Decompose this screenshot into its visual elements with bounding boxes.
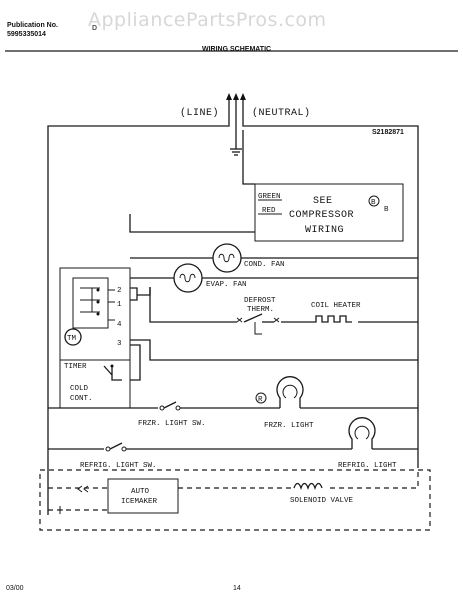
footer-date: 03/00 (6, 585, 24, 592)
compressor-badge: B (371, 199, 376, 207)
refrig-light-sw-label: REFRIG. LIGHT SW. (80, 462, 157, 470)
green-wire-label: GREEN (258, 193, 281, 201)
defrost-therm-label-1: DEFROST (244, 297, 276, 305)
icemaker-ground-icon (57, 506, 63, 514)
timer-terminal-3: 3 (117, 340, 122, 348)
publication-label: Publication No. (7, 22, 58, 29)
compressor-feed-wire (242, 130, 255, 185)
refrig-light-label: REFRIG. LIGHT (338, 462, 397, 470)
icemaker-kit-outline (39, 469, 431, 531)
neutral-label: (NEUTRAL) (252, 107, 311, 119)
icemaker-box (107, 478, 179, 514)
frzr-light-badge: R (258, 396, 263, 404)
neutral-wire (242, 118, 419, 468)
coil-heater-label: COIL HEATER (311, 302, 361, 310)
compressor-text-1: SEE (313, 196, 333, 207)
timer-motor-label: TM (67, 335, 77, 343)
defrost-therm-label-2: THERM. (247, 306, 274, 314)
power-plug-icon (226, 93, 246, 140)
diagram-id: S2182871 (372, 129, 404, 136)
refrig-light-bulb-icon (348, 417, 376, 449)
cold-control-label-1: COLD (70, 385, 89, 393)
line-label: (LINE) (180, 107, 219, 119)
compressor-terminal-label: B (384, 206, 389, 214)
line-wire (47, 118, 230, 515)
section-title: WIRING SCHEMATIC (202, 46, 272, 53)
refrig-light-switch-icon (105, 442, 127, 452)
frzr-light-label: FRZR. LIGHT (264, 422, 314, 430)
cond-fan-motor-icon (212, 243, 242, 273)
watermark: AppliancePartsPros.com (88, 9, 327, 31)
timer-terminal-4: 4 (117, 321, 122, 329)
red-wire-label: RED (262, 207, 276, 215)
compressor-text-3: WIRING (305, 225, 344, 236)
compressor-badge-icon (368, 195, 380, 207)
frzr-light-switch-icon (159, 401, 181, 411)
solenoid-valve-icon (293, 482, 323, 491)
defrost-wire (149, 287, 237, 323)
cold-control-label-2: CONT. (70, 395, 93, 403)
publication-number: 5995335014 (7, 31, 46, 38)
evap-fan-motor-icon (173, 263, 203, 293)
timer-terminal-2: 2 (117, 287, 122, 295)
icemaker-label-2: ICEMAKER (121, 498, 158, 506)
model-code: D (92, 25, 98, 32)
solenoid-valve-label: SOLENOID VALVE (290, 497, 354, 505)
compressor-box (254, 183, 404, 242)
defrost-therm-icon (236, 313, 280, 335)
compressor-red-wire (129, 214, 255, 233)
cold-control-switch-icon (103, 365, 122, 381)
timer-label: TIMER (64, 363, 87, 371)
frzr-light-bulb-icon (276, 376, 304, 408)
timer-terminal-3-wire (130, 339, 418, 361)
frzr-light-sw-label: FRZR. LIGHT SW. (138, 420, 206, 428)
frzr-light-badge-icon (255, 392, 267, 404)
connector-icon (77, 485, 89, 493)
footer-page: 14 (233, 585, 241, 592)
ground-icon (230, 140, 242, 156)
timer-terminal-1: 1 (117, 301, 122, 309)
cond-fan-label: COND. FAN (244, 261, 285, 269)
evap-fan-label: EVAP. FAN (206, 281, 247, 289)
compressor-text-2: COMPRESSOR (289, 210, 354, 221)
coil-heater-icon (310, 315, 352, 323)
icemaker-label-1: AUTO (131, 488, 150, 496)
